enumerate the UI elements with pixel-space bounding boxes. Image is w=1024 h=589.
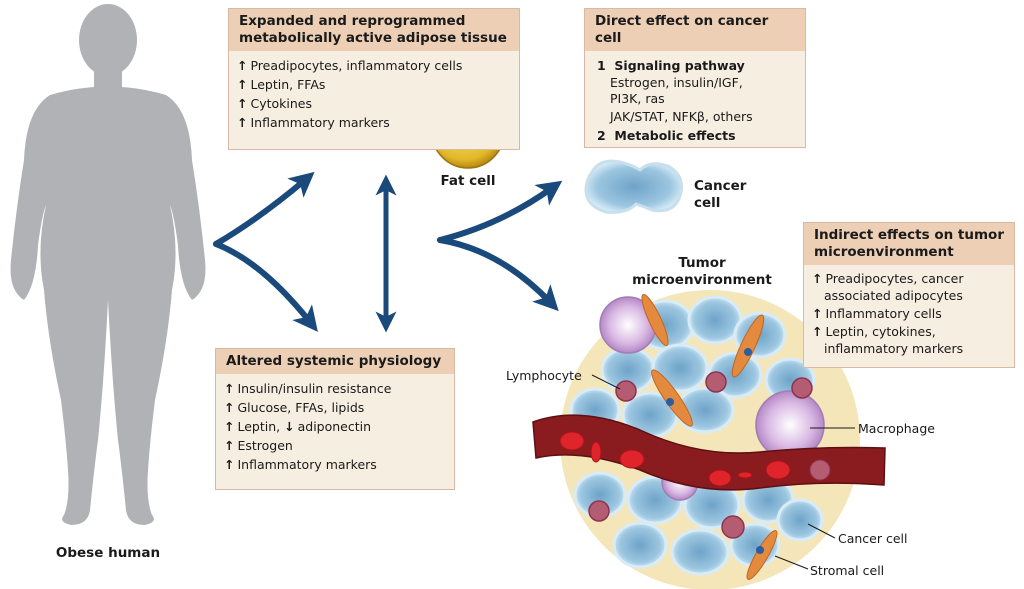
adipose-title-line-1: Expanded and reprogrammed	[239, 13, 466, 29]
list-item: ↑Leptin, cytokines, inflammatory markers	[812, 323, 1006, 357]
item-number: 1	[597, 58, 606, 73]
list-item: PI3K, ras	[597, 91, 797, 107]
item-text: Preadipocytes, inflammatory cells	[250, 58, 463, 73]
up-arrow-icon: ↑	[237, 115, 248, 130]
item-text: Cytokines	[250, 96, 312, 111]
direct-effect-box: Direct effect on cancer cell 1 Signaling…	[584, 8, 806, 148]
list-item: ↑Inflammatory markers	[237, 113, 511, 132]
indirect-title-line-1: Indirect effects on tumor	[814, 227, 1004, 243]
stromal-cells	[641, 293, 778, 580]
up-arrow-icon: ↑	[237, 58, 248, 73]
item-subtext: PI3K, ras	[610, 91, 665, 106]
adipose-effects-list: ↑Preadipocytes, inflammatory cells ↑Lept…	[229, 51, 519, 138]
macrophage-cells	[599, 296, 825, 501]
list-item: Estrogen, insulin/IGF,	[597, 75, 797, 91]
cancer-cell-illustration	[584, 159, 683, 214]
up-arrow-icon: ↑	[237, 96, 248, 111]
up-arrow-icon: ↑	[812, 271, 823, 286]
arrows-to-cancer	[437, 180, 563, 312]
cancer-cell-label-line-1: Cancer	[694, 178, 747, 194]
item-text: Insulin/insulin resistance	[237, 381, 392, 396]
item-text: Leptin, FFAs	[250, 77, 326, 92]
list-item: ↑Inflammatory markers	[224, 455, 446, 474]
tumor-label-line-1: Tumor	[678, 255, 726, 271]
up-arrow-icon: ↑	[224, 381, 235, 396]
cancer-cell-label: Cancer cell	[694, 178, 746, 212]
list-item: ↑Preadipocytes, inflammatory cells	[237, 56, 511, 75]
down-arrow-icon: ↓	[284, 419, 295, 434]
indirect-effects-box: Indirect effects on tumor microenvironme…	[803, 222, 1015, 368]
item-text: Metabolic effects	[614, 128, 736, 143]
list-item: ↑Leptin, ↓adiponectin	[224, 417, 446, 436]
fat-cell-label: Fat cell	[440, 173, 496, 189]
item-text: Preadipocytes, cancer	[825, 271, 964, 286]
direct-effects-list: 1 Signaling pathway Estrogen, insulin/IG…	[585, 51, 805, 151]
direct-effect-title: Direct effect on cancer cell	[585, 9, 805, 51]
systemic-physiology-box: Altered systemic physiology ↑Insulin/ins…	[215, 348, 455, 490]
list-item: ↑Inflammatory cells	[812, 304, 1006, 323]
item-text: Estrogen	[237, 438, 293, 453]
list-item: JAK/STAT, NFKβ, others	[597, 107, 797, 126]
list-item: ↑Insulin/insulin resistance	[224, 379, 446, 398]
item-text: Glucose, FFAs, lipids	[237, 400, 365, 415]
up-arrow-icon: ↑	[224, 400, 235, 415]
systemic-effects-list: ↑Insulin/insulin resistance ↑Glucose, FF…	[216, 374, 454, 480]
item-text-continued: associated adipocytes	[824, 288, 963, 303]
cancer-cell-callout-label: Cancer cell	[838, 531, 908, 546]
cancer-cell-label-line-2: cell	[694, 195, 721, 211]
list-item: ↑Glucose, FFAs, lipids	[224, 398, 446, 417]
list-item: 2 Metabolic effects	[597, 126, 797, 145]
list-item: ↑Estrogen	[224, 436, 446, 455]
tumor-label-line-2: microenvironment	[632, 272, 772, 288]
up-arrow-icon: ↑	[812, 324, 823, 339]
list-item: 1 Signaling pathway	[597, 56, 797, 75]
arrows-from-human	[213, 171, 397, 333]
item-text: Inflammatory cells	[825, 306, 942, 321]
list-item: ↑Cytokines	[237, 94, 511, 113]
indirect-effects-title: Indirect effects on tumor microenvironme…	[804, 223, 1014, 265]
adipose-title-line-2: metabolically active adipose tissue	[239, 30, 507, 46]
list-item: ↑Leptin, FFAs	[237, 75, 511, 94]
blood-vessel	[532, 414, 886, 491]
item-text-2: adiponectin	[297, 419, 372, 434]
up-arrow-icon: ↑	[237, 77, 248, 92]
item-text: Leptin,	[237, 419, 285, 434]
lymphocyte-label: Lymphocyte	[506, 368, 582, 383]
up-arrow-icon: ↑	[812, 306, 823, 321]
tumor-microenvironment-illustration	[532, 290, 886, 589]
systemic-physiology-title: Altered systemic physiology	[216, 349, 454, 374]
macrophage-label: Macrophage	[858, 421, 935, 436]
indirect-title-line-2: microenvironment	[814, 244, 954, 260]
obese-human-label: Obese human	[55, 545, 161, 561]
list-item: ↑Preadipocytes, cancer associated adipocy…	[812, 270, 1006, 304]
stromal-cell-label: Stromal cell	[810, 563, 885, 578]
item-text: Inflammatory markers	[237, 457, 377, 472]
up-arrow-icon: ↑	[224, 457, 235, 472]
tumor-microenvironment-label: Tumor microenvironment	[620, 255, 784, 289]
adipose-tissue-box: Expanded and reprogrammed metabolically …	[228, 8, 520, 150]
obese-human-silhouette	[10, 4, 206, 525]
callout-lines	[591, 374, 855, 570]
item-subtext: Estrogen, insulin/IGF,	[610, 75, 743, 90]
item-text: Inflammatory markers	[250, 115, 390, 130]
up-arrow-icon: ↑	[224, 438, 235, 453]
item-text-continued: inflammatory markers	[824, 341, 964, 356]
item-text: Signaling pathway	[614, 58, 745, 73]
up-arrow-icon: ↑	[224, 419, 235, 434]
item-text: Leptin, cytokines,	[825, 324, 936, 339]
item-subtext: JAK/STAT, NFKβ, others	[610, 109, 753, 124]
adipose-box-title: Expanded and reprogrammed metabolically …	[229, 9, 519, 51]
item-number: 2	[597, 128, 606, 143]
